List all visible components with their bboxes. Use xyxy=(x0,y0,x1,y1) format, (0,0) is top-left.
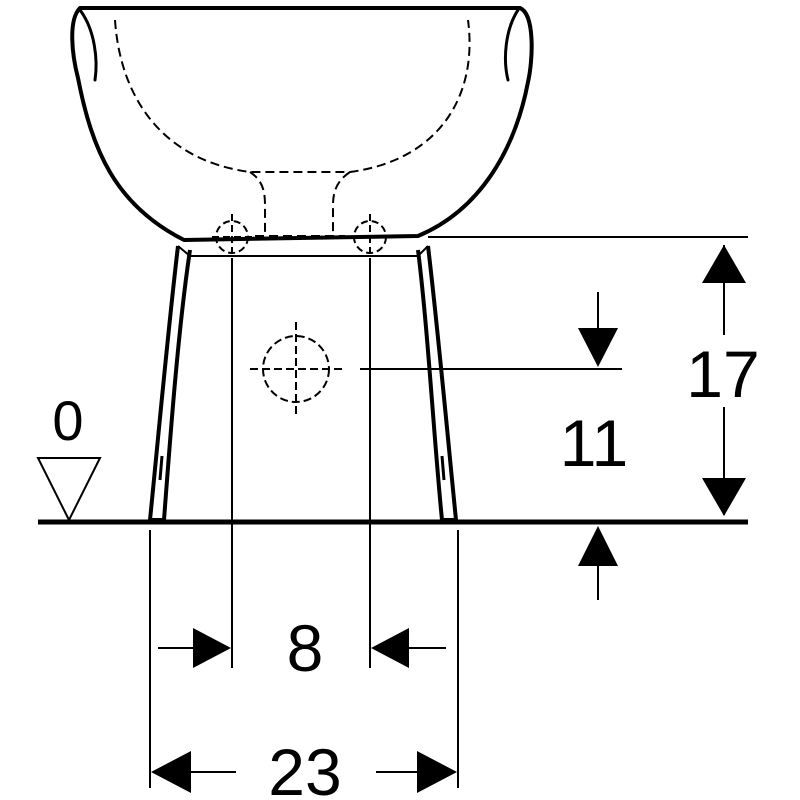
arrow-right-icon xyxy=(193,628,231,668)
arrow-right-icon xyxy=(417,751,457,793)
waste-outlet xyxy=(250,322,342,418)
pedestal xyxy=(148,245,458,522)
arrow-down-icon xyxy=(702,478,746,516)
floor-level-symbol: 0 xyxy=(36,389,102,523)
connection-height-value: 17 xyxy=(686,337,759,411)
arrow-left-icon xyxy=(371,628,409,668)
dimension-base-width: 23 xyxy=(151,735,457,800)
waste-center-height-value: 11 xyxy=(560,406,629,480)
floor-level-triangle-icon xyxy=(36,457,102,523)
pedestal-outline xyxy=(148,245,458,522)
arrow-left-icon xyxy=(151,751,191,793)
fixing-hole-spacing-value: 8 xyxy=(287,611,324,685)
pedestal-top-edge xyxy=(177,245,429,257)
fixing-hole-right xyxy=(350,214,390,262)
dimension-fixing-hole-spacing: 8 xyxy=(158,611,446,685)
pedestal-left-slot xyxy=(158,455,164,481)
bowl-rim-right-edge xyxy=(503,8,520,82)
fixing-hole-left xyxy=(212,214,252,262)
arrow-up-icon xyxy=(578,526,618,566)
floor-level-label: 0 xyxy=(52,389,83,452)
dimension-connection-height: 17 xyxy=(670,245,780,516)
hidden-inner-bowl xyxy=(114,19,471,237)
arrow-down-icon xyxy=(578,328,618,367)
bowl-outer-outline xyxy=(70,6,534,242)
arrow-up-icon xyxy=(702,245,746,283)
bowl xyxy=(70,6,534,242)
extension-lines xyxy=(149,236,748,788)
bowl-rim-left-edge xyxy=(78,8,98,82)
dimension-waste-center-height: 11 xyxy=(560,292,629,600)
pedestal-right-slot xyxy=(440,455,446,481)
base-width-value: 23 xyxy=(268,735,341,800)
